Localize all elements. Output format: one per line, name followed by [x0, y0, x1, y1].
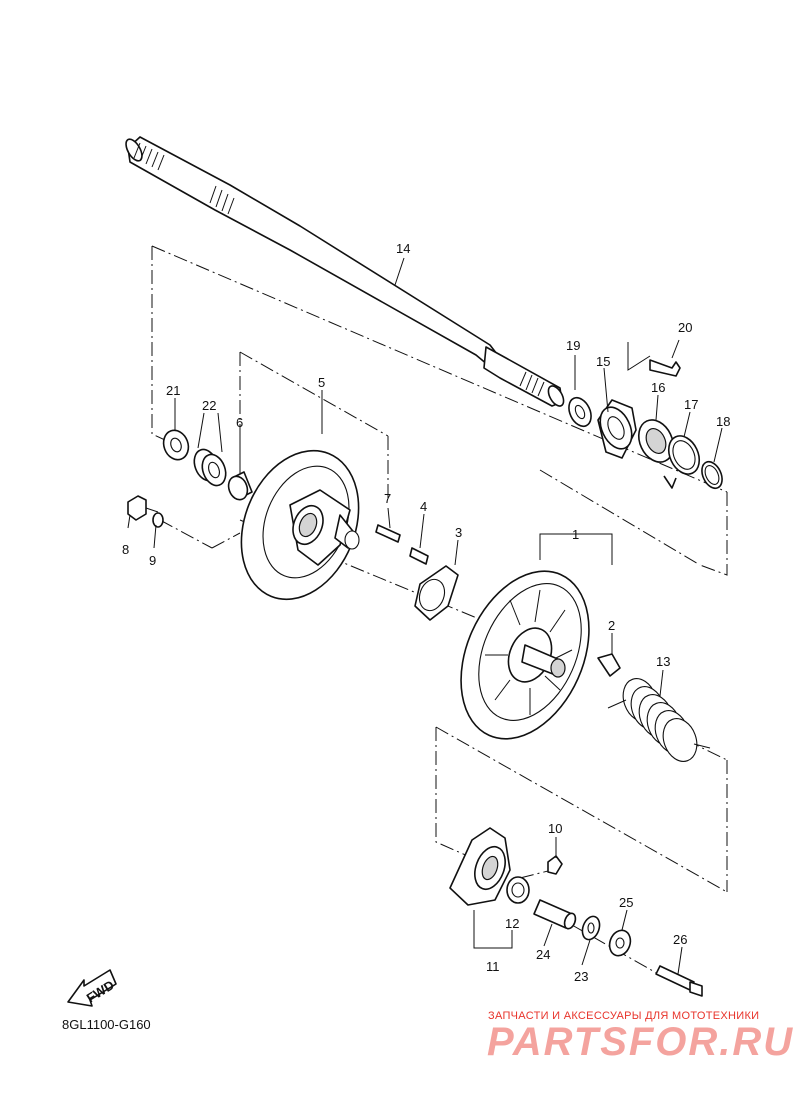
- callout-25: 25: [619, 895, 633, 910]
- fwd-arrow-icon: FWD: [67, 969, 117, 1007]
- callout-9: 9: [149, 553, 156, 568]
- callout-22: 22: [202, 398, 216, 413]
- callout-17: 17: [684, 397, 698, 412]
- callout-21: 21: [166, 383, 180, 398]
- callout-5: 5: [318, 375, 325, 390]
- callout-6: 6: [236, 415, 243, 430]
- callout-1: 1: [572, 527, 579, 542]
- watermark-tagline: ЗАПЧАСТИ И АКСЕССУАРЫ ДЛЯ МОТОТЕХНИКИ: [488, 1010, 760, 1022]
- bearing-housing-group: [568, 359, 723, 490]
- callout-8: 8: [122, 542, 129, 557]
- callout-15: 15: [596, 354, 610, 369]
- spacer-group: [127, 429, 253, 528]
- callout-4: 4: [420, 499, 427, 514]
- callout-16: 16: [651, 380, 665, 395]
- watermark-brand: PARTSFOR.RU: [487, 1020, 795, 1064]
- callout-2: 2: [608, 618, 615, 633]
- sheave-disc: [240, 449, 360, 601]
- callout-3: 3: [455, 525, 462, 540]
- callout-18: 18: [716, 414, 730, 429]
- shaft: [125, 136, 565, 407]
- callout-14: 14: [396, 241, 410, 256]
- spring: [607, 678, 711, 762]
- callout-7: 7: [384, 491, 391, 506]
- callout-numbers: 14 19 15 20 16 17 18 21 22 6 5 7 4 3 8 9…: [122, 241, 730, 984]
- callout-12: 12: [505, 916, 519, 931]
- lower-parts: [449, 827, 703, 997]
- callout-20: 20: [678, 320, 692, 335]
- callout-10: 10: [548, 821, 562, 836]
- callout-24: 24: [536, 947, 550, 962]
- callout-11: 11: [486, 959, 500, 974]
- diagram-code: 8GL1100-G160: [62, 1017, 151, 1032]
- callout-26: 26: [673, 932, 687, 947]
- pins-and-gasket: [375, 524, 459, 621]
- movable-sheave: [460, 570, 621, 740]
- callout-23: 23: [574, 969, 588, 984]
- leader-lines: [127, 257, 723, 975]
- callout-19: 19: [566, 338, 580, 353]
- callout-13: 13: [656, 654, 670, 669]
